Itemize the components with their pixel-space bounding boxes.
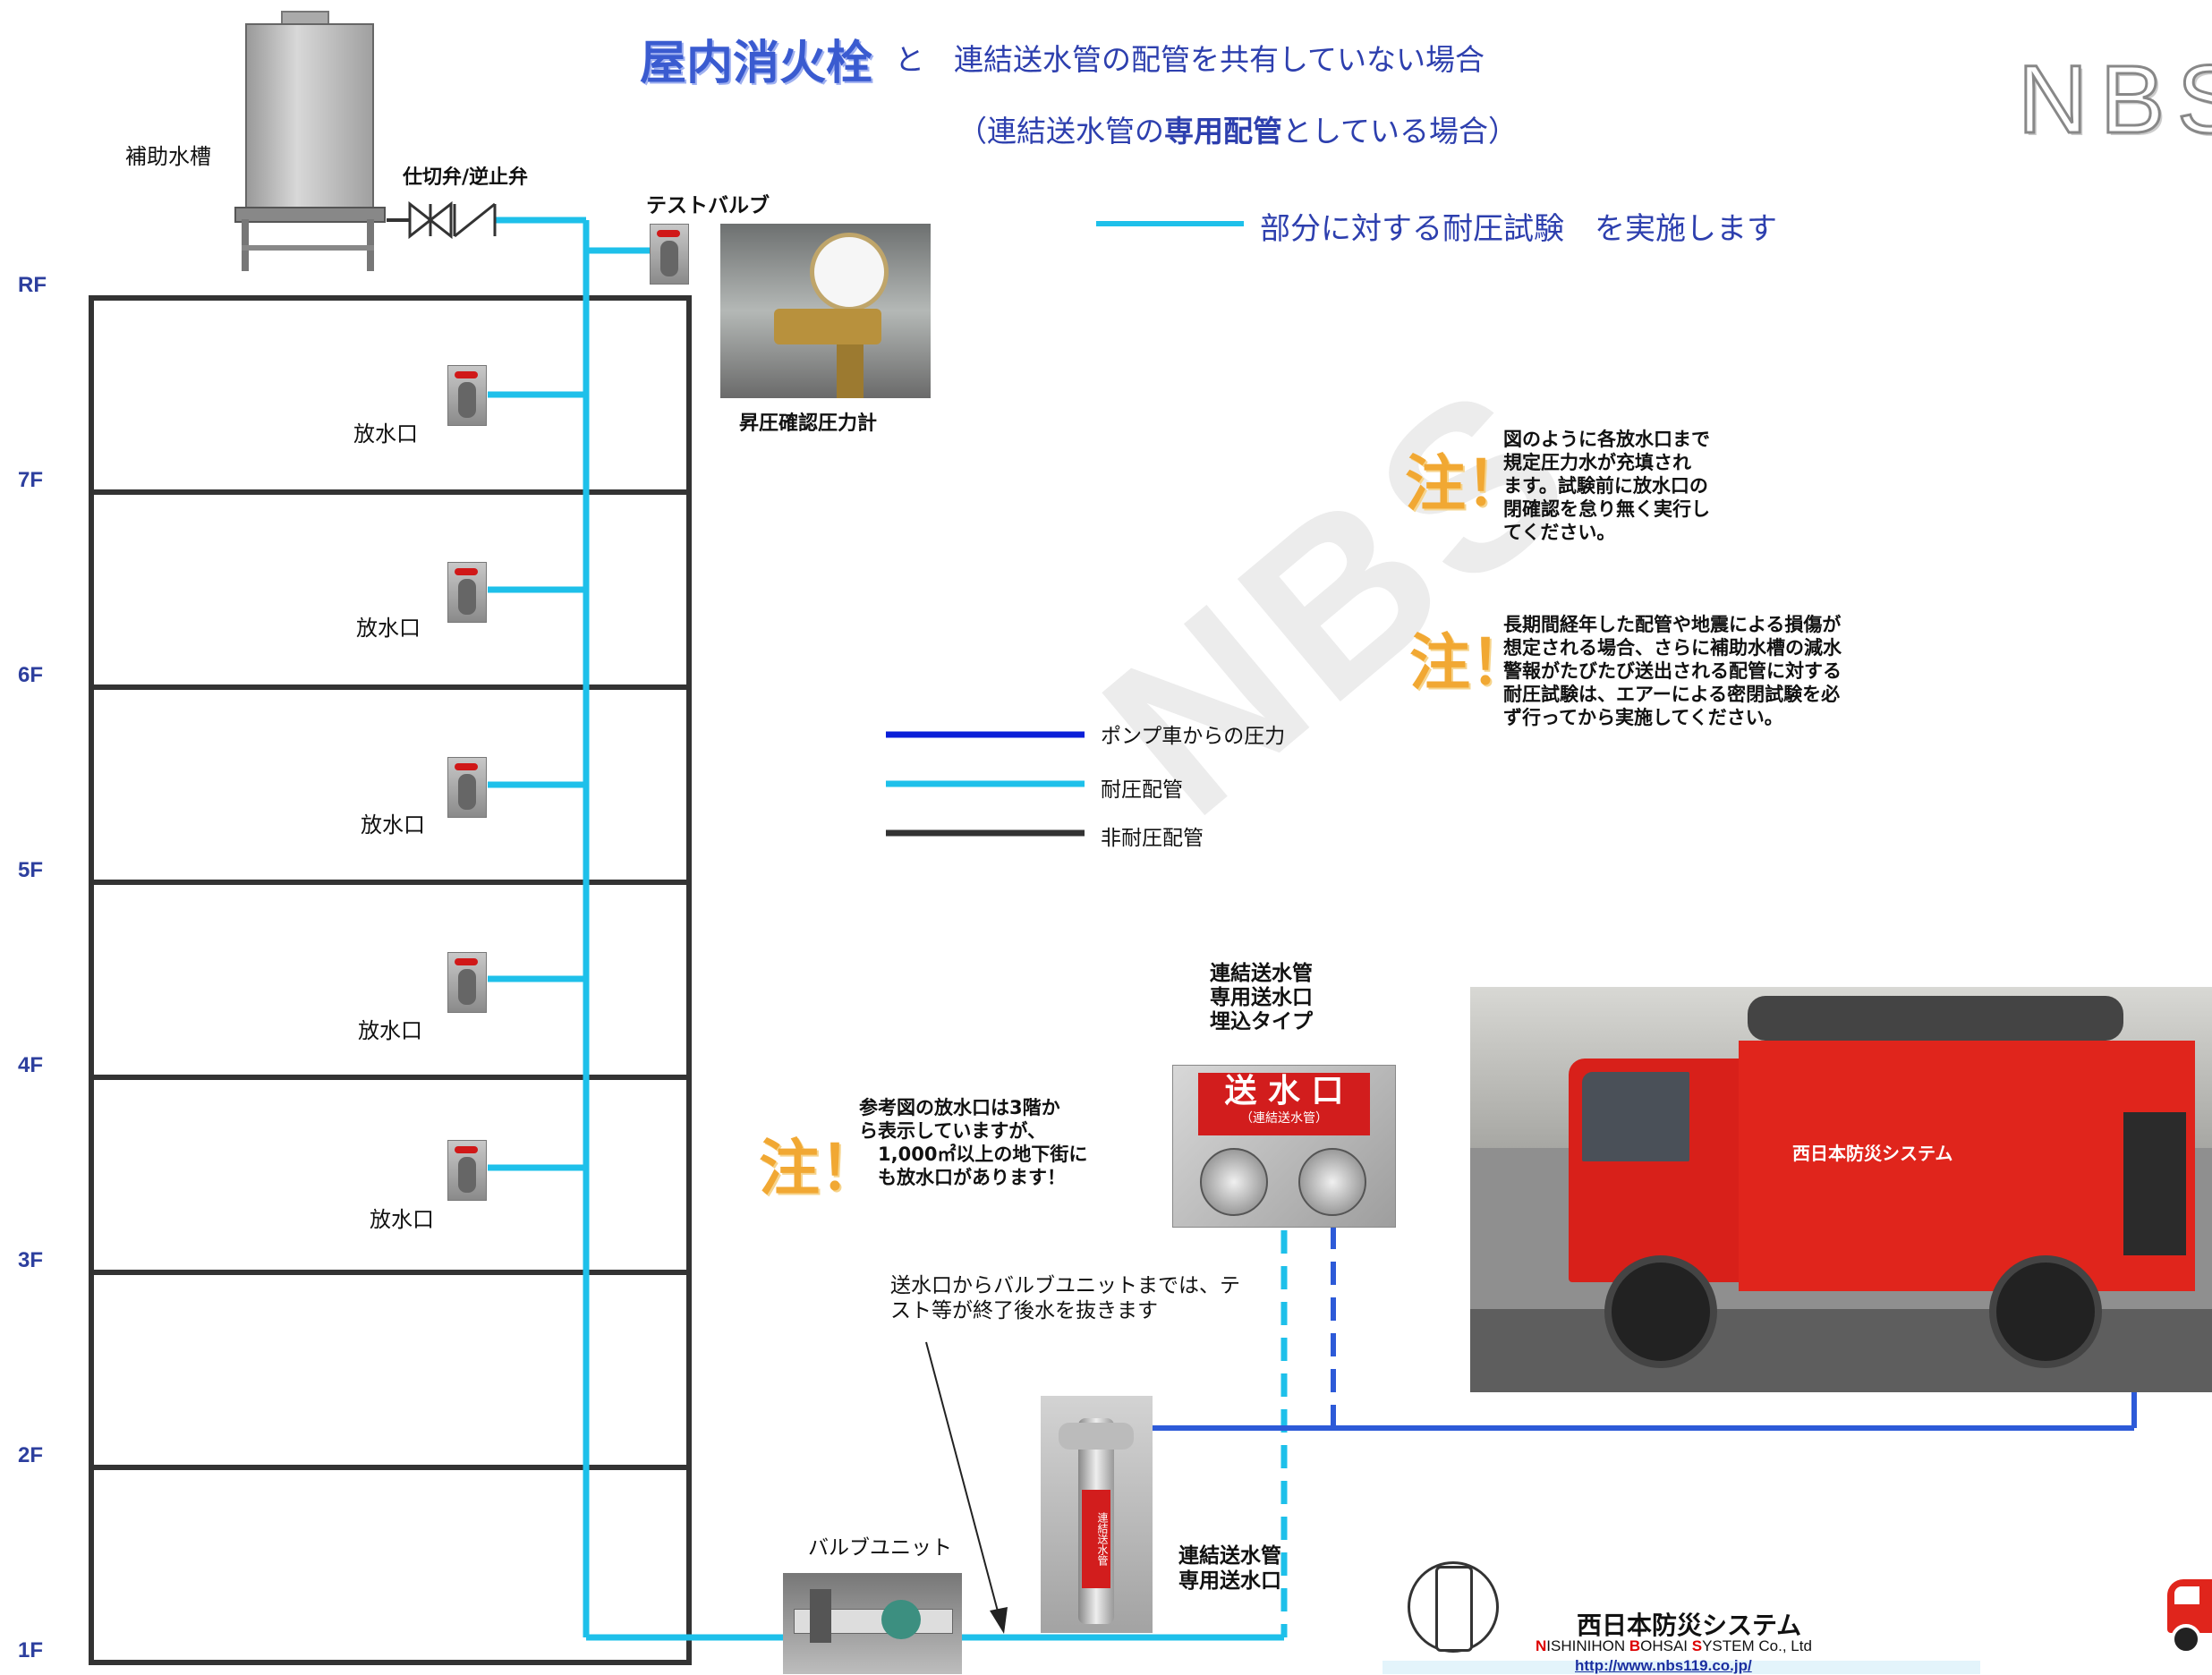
aux-tank-label: 補助水槽 <box>125 144 211 169</box>
mini-fire-truck-icon <box>2164 1561 2212 1654</box>
outlet-label-4f: 放水口 <box>358 1018 422 1043</box>
company-part-3: YSTEM Co., Ltd <box>1702 1637 1812 1654</box>
floor-label-1f: 1F <box>18 1638 44 1662</box>
pressure-gauge-label: 昇圧確認圧力計 <box>739 412 878 435</box>
note-text-2: 長期間経年した配管や地震による損傷が 想定される場合、さらに補助水槽の減水 警報… <box>1503 614 1842 728</box>
company-letter-b: B <box>1629 1637 1641 1654</box>
floor-label-rf: RF <box>18 273 47 297</box>
building-outline <box>89 295 692 1665</box>
outlet-valve-icon-3f <box>447 1140 487 1201</box>
note-text-3: 参考図の放水口は3階か ら表示していますが、 1,000㎡以上の地下街に も放水… <box>859 1097 1088 1188</box>
legend-label-nonpressure: 非耐圧配管 <box>1101 827 1204 850</box>
floor-label-6f: 6F <box>18 663 44 687</box>
gate-valve-symbol <box>408 200 453 240</box>
inlet-plate-small: （連結送水管） <box>1240 1111 1328 1126</box>
exclusive-inlet-label: 連結送水管 専用送水口 <box>1178 1544 1281 1593</box>
embedded-inlet-photo: 送 水 口 （連結送水管） <box>1172 1065 1396 1228</box>
aux-water-tank-image <box>234 11 386 272</box>
standpipe-text: 連結送水管 <box>1082 1490 1110 1588</box>
company-letter-n: N <box>1536 1637 1547 1654</box>
subtitle-bold: 専用配管 <box>1164 114 1282 149</box>
note-mark-1: 注！ <box>1405 449 1527 520</box>
inlet-plate-sign: 送 水 口 （連結送水管） <box>1198 1073 1370 1135</box>
title-highlight: 屋内消火栓 <box>640 38 873 89</box>
legend-label-pressure: 耐圧配管 <box>1101 778 1183 802</box>
outlet-label-3f: 放水口 <box>370 1207 434 1232</box>
url-bar: http://www.nbs119.co.jp/ <box>1382 1657 1980 1674</box>
floor-label-5f: 5F <box>18 858 44 882</box>
embedded-inlet-label: 連結送水管 専用送水口 埋込タイプ <box>1210 962 1313 1033</box>
floor-label-2f: 2F <box>18 1443 44 1467</box>
outlet-valve-icon-7f <box>447 365 487 426</box>
pressure-gauge-photo <box>720 224 931 398</box>
floor-label-4f: 4F <box>18 1053 44 1077</box>
note-text-1: 図のように各放水口まで 規定圧力水が充填され ます。試験前に放水口の 閉確認を怠… <box>1503 429 1710 543</box>
company-part-1: ISHINIHON <box>1546 1637 1629 1654</box>
company-letter-s: S <box>1691 1637 1703 1654</box>
outlet-valve-icon-4f <box>447 952 487 1013</box>
standpipe-inlet-photo: 連結送水管 <box>1041 1396 1153 1633</box>
company-url[interactable]: http://www.nbs119.co.jp/ <box>1575 1657 1752 1674</box>
nbs-logo: NBS <box>2016 44 2212 155</box>
test-valve-label: テストバルブ <box>646 194 770 217</box>
fire-truck-photo: 西日本防災システム <box>1470 987 2212 1392</box>
gate-check-valve-label: 仕切弁/逆止弁 <box>403 166 529 189</box>
drain-note: 送水口からバルブユニットまでは、テ スト等が終了後水を抜きます <box>890 1274 1240 1322</box>
drain-arrow-line <box>925 1341 1001 1622</box>
check-valve-symbol <box>453 202 497 238</box>
legend-label-pump: ポンプ車からの圧力 <box>1101 725 1286 748</box>
floor-label-7f: 7F <box>18 468 44 492</box>
subtitle: （連結送水管の専用配管としている場合） <box>957 107 1518 150</box>
note-mark-2: 注！ <box>1409 628 1532 699</box>
subtitle-open: （連結送水管の <box>957 114 1164 149</box>
drain-arrow-head <box>990 1607 1008 1634</box>
company-emblem <box>1403 1557 1502 1655</box>
valve-unit-label: バルブユニット <box>808 1536 952 1560</box>
floor-label-3f: 3F <box>18 1248 44 1272</box>
title-main: と 連結送水管の配管を共有していない場合 <box>895 42 1485 77</box>
outlet-valve-icon-5f <box>447 757 487 818</box>
inlet-plate-big: 送 水 口 <box>1224 1073 1344 1110</box>
test-valve-icon <box>650 224 689 285</box>
subtitle-close: としている場合） <box>1282 114 1519 149</box>
note-mark-3: 注！ <box>759 1134 881 1204</box>
company-part-2: OHSAI <box>1640 1637 1692 1654</box>
company-name: 西日本防災システム <box>1577 1611 1802 1640</box>
legend-top-text: 部分に対する耐圧試験 を実施します <box>1260 211 1777 247</box>
outlet-valve-icon-6f <box>447 562 487 623</box>
truck-text: 西日本防災システム <box>1792 1143 1953 1164</box>
valve-unit-photo <box>783 1573 962 1674</box>
outlet-label-6f: 放水口 <box>356 616 421 641</box>
company-english: NISHINIHON BOHSAI SYSTEM Co., Ltd <box>1536 1637 1812 1655</box>
outlet-label-5f: 放水口 <box>361 812 425 838</box>
outlet-label-7f: 放水口 <box>353 421 418 446</box>
